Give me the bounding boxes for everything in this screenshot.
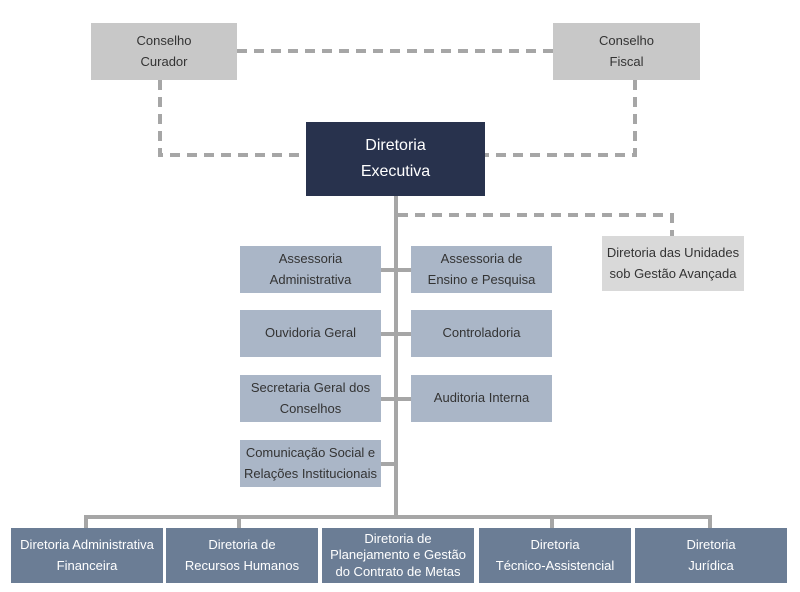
diretoria-unidades-label: Diretoria das Unidades sob Gestão Avança…	[606, 245, 740, 281]
assessoria-ensino-label: Assessoria de Ensino e Pesquisa	[427, 251, 536, 287]
comunicacao-box: Comunicação Social e Relações Institucio…	[240, 440, 381, 487]
conselho-curador-label: Conselho Curador	[136, 33, 192, 69]
diretoria-administrativa-label: Diretoria Administrativa Financeira	[20, 537, 154, 573]
diretoria-juridica-box: Diretoria Jurídica	[635, 528, 787, 583]
diretoria-tecnico-box: Diretoria Técnico-Assistencial	[479, 528, 631, 583]
diretoria-planejamento-box: Diretoria de Planejamento e Gestão do Co…	[322, 528, 474, 583]
diretoria-rh-label: Diretoria de Recursos Humanos	[184, 537, 300, 573]
ouvidoria-box: Ouvidoria Geral	[240, 310, 381, 357]
diretoria-rh-box: Diretoria de Recursos Humanos	[166, 528, 318, 583]
secretaria-box: Secretaria Geral dos Conselhos	[240, 375, 381, 422]
auditoria-label: Auditoria Interna	[433, 390, 530, 406]
diretoria-executiva-label: Diretoria Executiva	[360, 137, 431, 180]
auditoria-box: Auditoria Interna	[411, 375, 552, 422]
conselho-curador-box: Conselho Curador	[91, 23, 237, 80]
conselho-fiscal-box: Conselho Fiscal	[553, 23, 700, 80]
conselho-fiscal-label: Conselho Fiscal	[599, 33, 654, 69]
assessoria-administrativa-box: Assessoria Administrativa	[240, 246, 381, 293]
diretoria-juridica-label: Diretoria Jurídica	[686, 537, 736, 573]
controladoria-label: Controladoria	[442, 325, 521, 341]
diretoria-tecnico-label: Diretoria Técnico-Assistencial	[495, 537, 615, 573]
controladoria-box: Controladoria	[411, 310, 552, 357]
diretoria-administrativa-box: Diretoria Administrativa Financeira	[11, 528, 163, 583]
comunicacao-label: Comunicação Social e Relações Institucio…	[244, 445, 377, 481]
ouvidoria-label: Ouvidoria Geral	[264, 325, 357, 341]
diretoria-unidades-box: Diretoria das Unidades sob Gestão Avança…	[602, 236, 744, 291]
diretoria-planejamento-label: Diretoria de Planejamento e Gestão do Co…	[330, 531, 466, 579]
secretaria-label: Secretaria Geral dos Conselhos	[250, 380, 371, 416]
assessoria-administrativa-label: Assessoria Administrativa	[269, 251, 352, 287]
assessoria-ensino-box: Assessoria de Ensino e Pesquisa	[411, 246, 552, 293]
diretoria-executiva-box: Diretoria Executiva	[306, 122, 485, 196]
